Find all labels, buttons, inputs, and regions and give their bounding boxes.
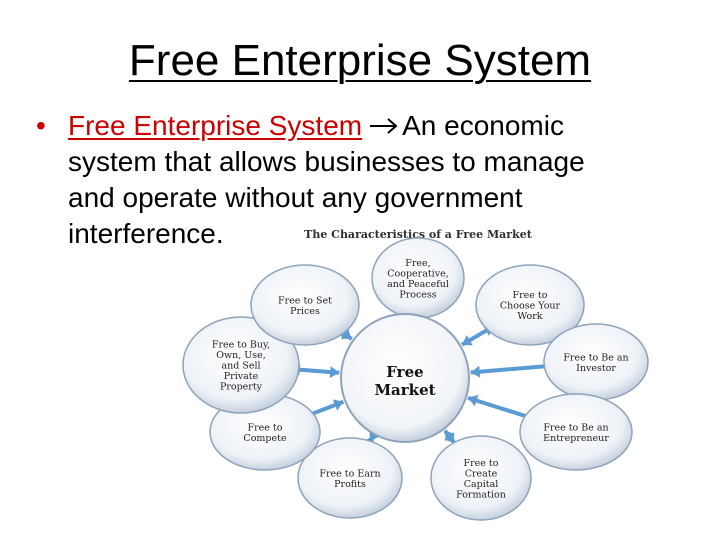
bubble-label-2-line-3: Work xyxy=(517,311,542,322)
bubble-label-5-line-2: Create xyxy=(465,468,498,479)
bubble-label-1-line-4: Process xyxy=(399,289,436,300)
bubble-label-5-line-1: Free to xyxy=(464,458,499,469)
connector-arrow-2 xyxy=(460,324,495,347)
connector-arrow-7 xyxy=(301,399,345,420)
bubble-label-9-line-2: Prices xyxy=(290,306,320,317)
slide-title: Free Enterprise System xyxy=(0,36,720,86)
bubble-label-4-line-1: Free to Be an xyxy=(543,422,608,433)
arrowhead-2-2 xyxy=(461,334,473,346)
arrowhead-9-2 xyxy=(340,328,352,340)
bubble-label-5-line-3: Capital xyxy=(464,479,499,490)
bubble-shape-6 xyxy=(297,437,403,519)
arrowhead-4-1 xyxy=(527,411,538,423)
bubble-shape-5 xyxy=(430,435,532,521)
arrowhead-7-2 xyxy=(332,399,344,411)
definition-line-3: and operate without any government xyxy=(68,182,523,213)
center-bubble: Free Market xyxy=(340,313,470,443)
arrowhead-6-1 xyxy=(369,430,380,442)
bubble-shape-7 xyxy=(209,393,321,471)
definition-line-4: interference. xyxy=(68,218,224,249)
connector-arrow-5 xyxy=(443,429,456,445)
connector-arrow-4 xyxy=(467,395,539,422)
arrowhead-9-1 xyxy=(338,329,350,340)
arrowhead-8-2 xyxy=(329,366,340,379)
bubble-shape-4 xyxy=(519,393,633,471)
bubble-label-1-line-3: and Peaceful xyxy=(387,279,449,290)
slide-title-text: Free Enterprise System xyxy=(128,36,592,85)
connector-arrow-9 xyxy=(337,328,353,341)
bubble-label-7-line-2: Compete xyxy=(243,433,287,444)
arrowhead-4-2 xyxy=(467,394,479,407)
arrowhead-5-2 xyxy=(444,430,456,442)
term-link[interactable]: Free Enterprise System xyxy=(68,110,363,141)
bubble-label-3-line-2: Investor xyxy=(576,363,616,374)
bullet-text: Free Enterprise System An economic system… xyxy=(68,108,648,252)
arrowhead-6-2 xyxy=(363,435,375,447)
bubble-label-8-line-5: Property xyxy=(220,382,263,393)
bubble-label-9-line-1: Free to Set xyxy=(278,295,332,306)
arrowhead-1-2 xyxy=(408,302,421,313)
characteristic-bubble-8: Free to Buy,Own, Use,and SellPrivateProp… xyxy=(182,316,300,414)
bubble-shape-9 xyxy=(250,264,360,346)
bubble-label-8-line-2: Own, Use, xyxy=(216,350,266,361)
arrowhead-3-2 xyxy=(470,365,481,378)
bubble-shape-2 xyxy=(475,264,585,346)
bubble-label-8-line-4: Private xyxy=(224,371,259,382)
connector-arrow-3 xyxy=(470,363,557,375)
bubble-shape-8 xyxy=(182,316,300,414)
arrowhead-3-1 xyxy=(546,360,557,373)
connector-arrow-6 xyxy=(368,434,375,443)
bubble-label-6-line-1: Free to Earn xyxy=(319,468,380,479)
connector-arrows xyxy=(290,302,557,447)
arrowhead-1-1 xyxy=(405,319,418,330)
bubble-label-5-line-4: Formation xyxy=(456,489,506,500)
right-arrow-icon xyxy=(370,118,398,134)
connector-arrow-1 xyxy=(410,312,416,320)
center-label-line-2: Market xyxy=(374,381,435,399)
arrowhead-8-1 xyxy=(290,363,301,376)
bubble-label-3-line-1: Free to Be an xyxy=(563,352,628,363)
arrowhead-7-1 xyxy=(302,408,313,420)
bubble-label-8-line-3: and Sell xyxy=(221,361,260,372)
bubble-label-2-line-1: Free to xyxy=(513,290,548,301)
bullet-dot: • xyxy=(36,110,46,141)
bubble-label-7-line-1: Free to xyxy=(248,422,283,433)
connector-arrow-8 xyxy=(290,366,340,375)
bubble-label-2-line-2: Choose Your xyxy=(500,301,561,312)
center-label-line-1: Free xyxy=(386,363,423,381)
bubble-label-1-line-2: Cooperative, xyxy=(387,268,448,279)
arrowhead-5-1 xyxy=(444,432,455,443)
arrowhead-2-1 xyxy=(482,325,494,336)
bubble-label-8-line-1: Free to Buy, xyxy=(212,340,270,351)
bubble-label-4-line-2: Entrepreneur xyxy=(543,433,609,444)
bubble-label-6-line-2: Profits xyxy=(334,479,366,490)
definition-line-2: system that allows businesses to manage xyxy=(68,146,585,177)
bubble-shape-3 xyxy=(543,323,649,401)
definition-line-1: An economic xyxy=(402,110,564,141)
bubble-label-1-line-1: Free, xyxy=(405,258,430,269)
